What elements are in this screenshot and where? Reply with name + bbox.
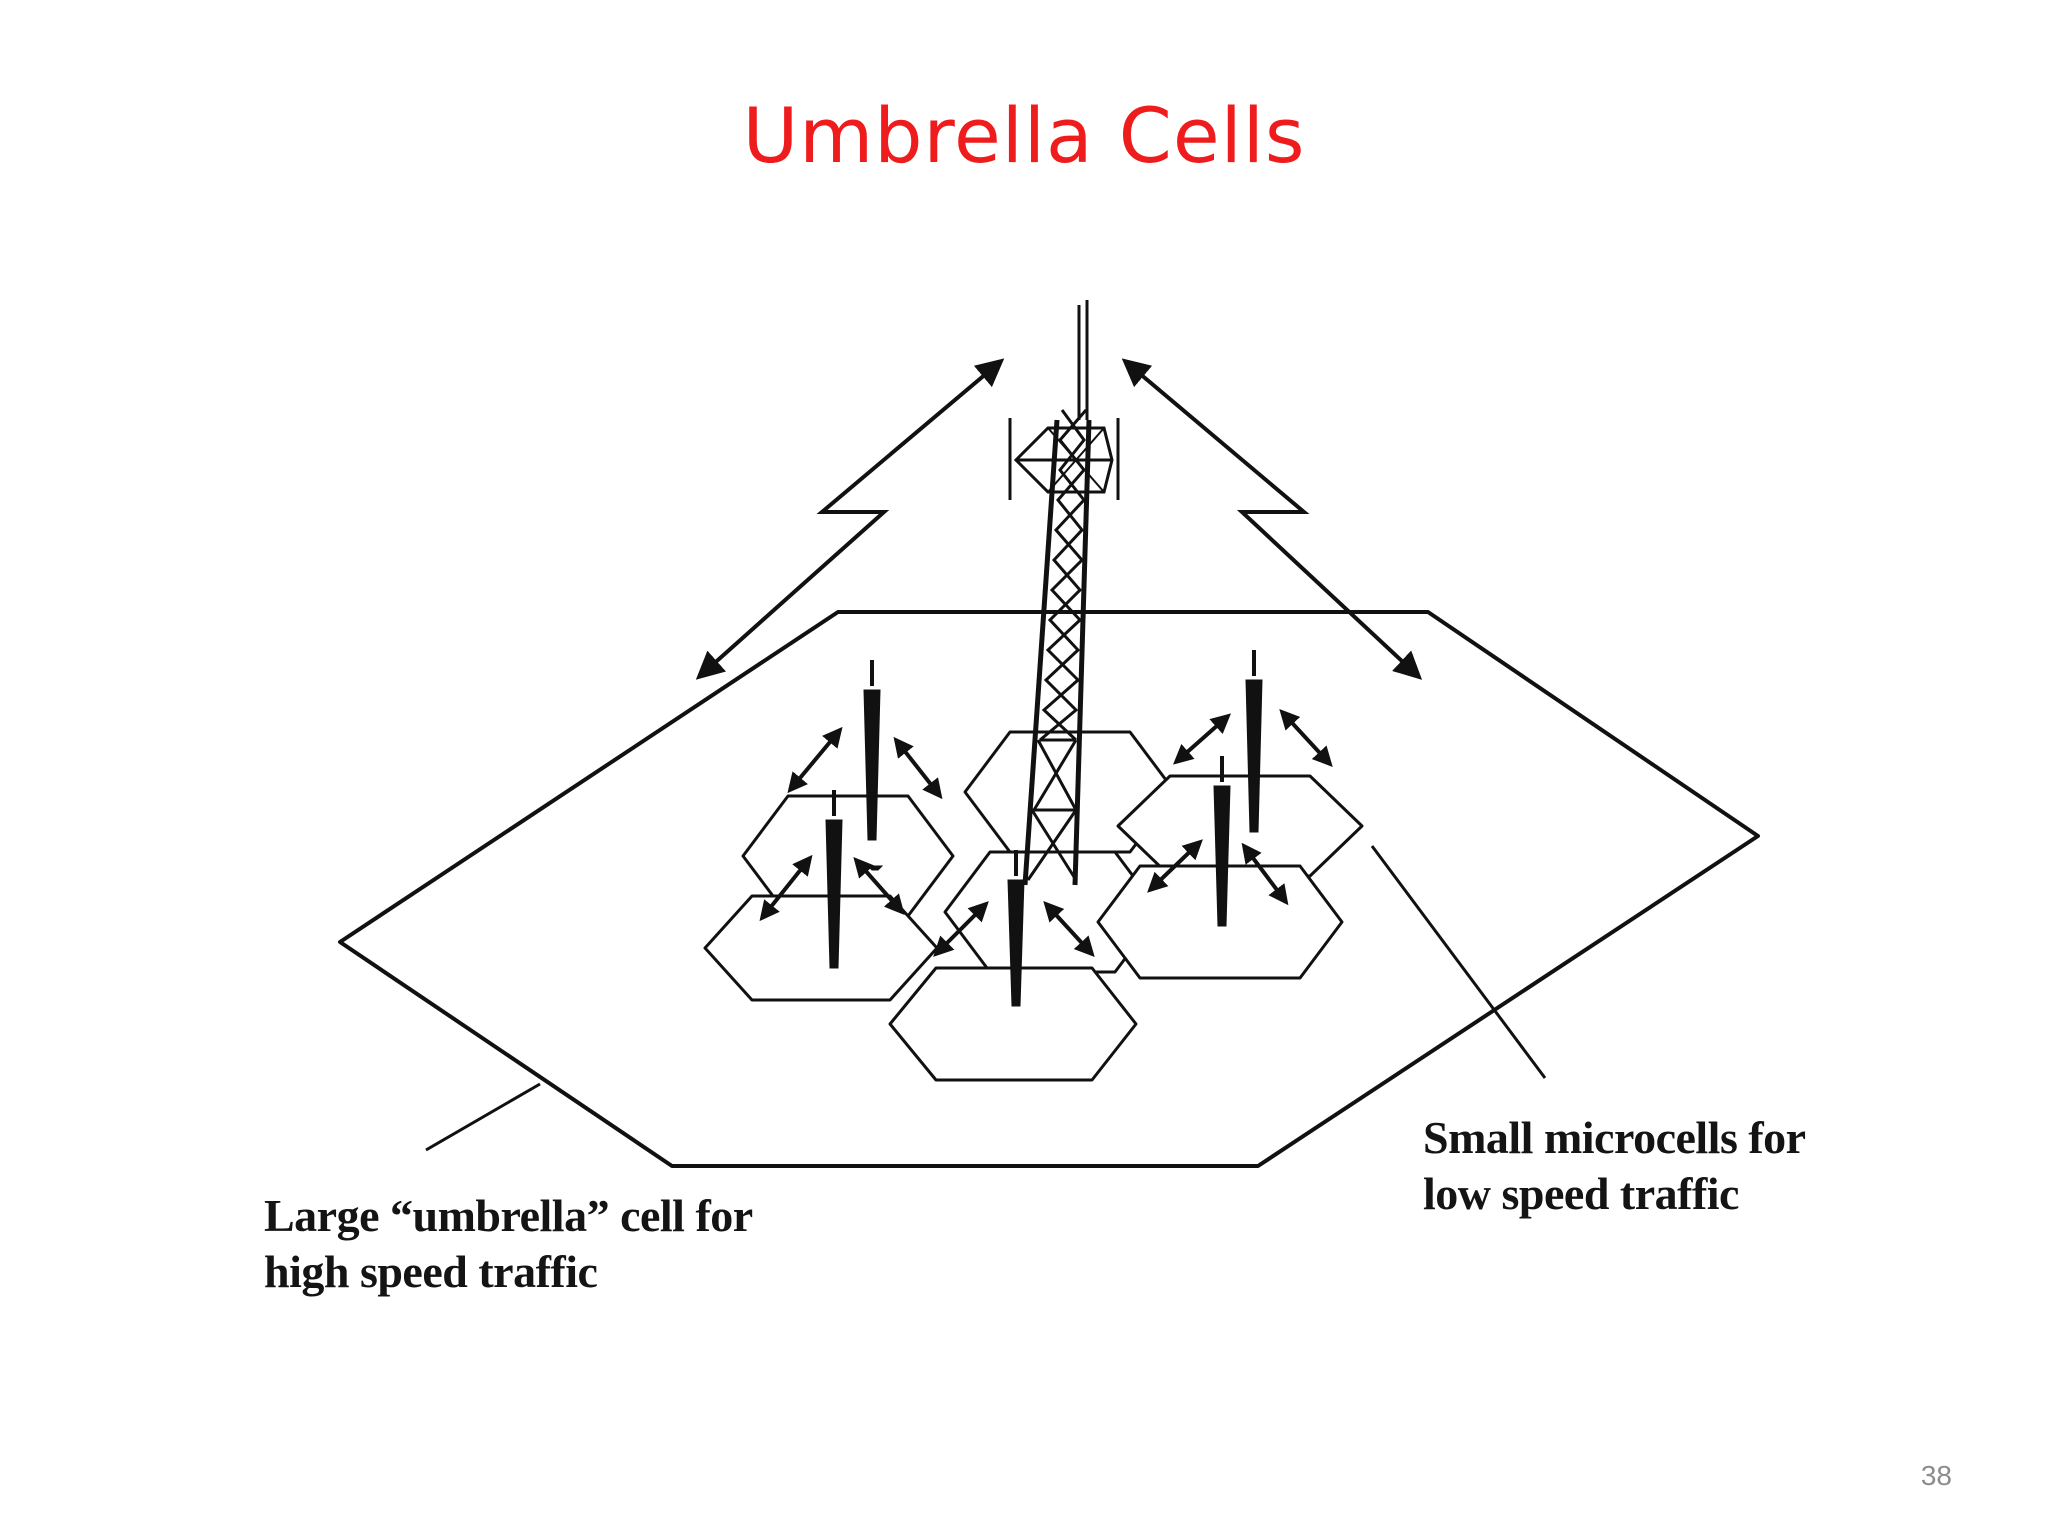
umbrella-cell-label: Large “umbrella” cell for high speed tra…	[264, 1188, 753, 1300]
microcell	[1116, 774, 1364, 878]
microcells-label-line-1: Small microcells for	[1423, 1112, 1806, 1163]
microcell-leader-line	[1370, 845, 1547, 1079]
main-tower	[1008, 300, 1120, 886]
radio-link-left	[695, 358, 1005, 680]
microcell	[888, 966, 1138, 1082]
micro-antennas	[825, 650, 1263, 1007]
slide-title: Umbrella Cells	[742, 91, 1306, 180]
page-number: 38	[1920, 1460, 1952, 1491]
micro-antenna	[825, 790, 843, 969]
radio-link-right	[1121, 358, 1423, 680]
micro-antenna	[863, 660, 881, 841]
microcells-label-line-2: low speed traffic	[1423, 1168, 1739, 1219]
umbrella-cell-label-line-2: high speed traffic	[264, 1246, 598, 1297]
umbrella-cell-hexagon	[338, 610, 1760, 1168]
umbrella-leader-line	[425, 1082, 541, 1152]
microcells-label: Small microcells for low speed traffic	[1423, 1110, 1806, 1222]
micro-antenna	[1007, 850, 1025, 1007]
umbrella-cell-label-line-1: Large “umbrella” cell for	[264, 1190, 753, 1241]
micro-antenna	[1245, 650, 1263, 833]
micro-radio-links	[759, 709, 1333, 957]
umbrella-radio-links	[695, 358, 1423, 680]
